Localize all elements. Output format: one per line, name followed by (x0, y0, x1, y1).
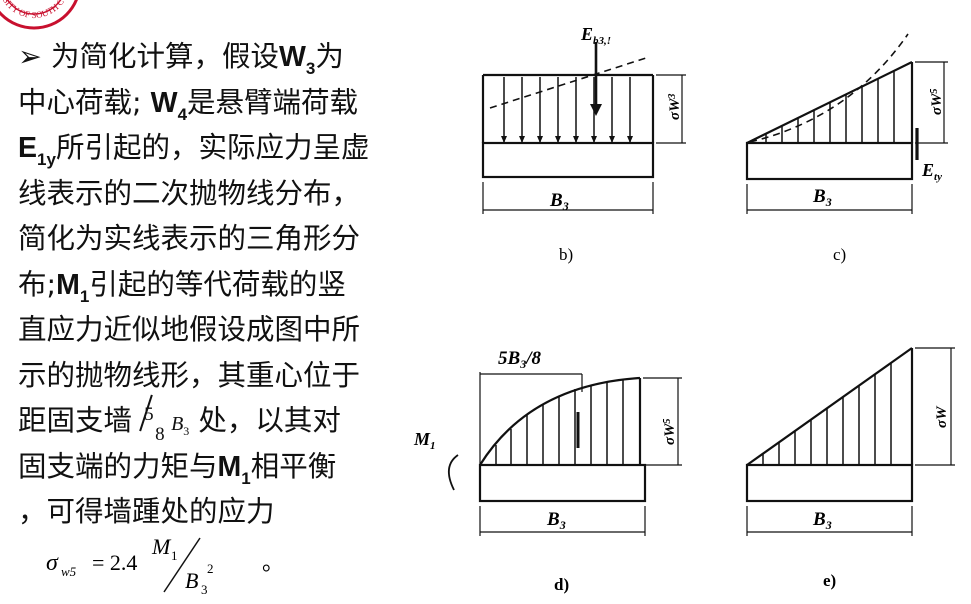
text-line-5: 简化为实线表示的三角形分 (18, 222, 361, 255)
figure-e (745, 347, 955, 536)
dim-5b3-8: 5B3/8 (498, 348, 541, 371)
text-line-3: E1y所引起的，实际应力呈虚 (18, 131, 370, 169)
svg-text:σ: σ (46, 550, 59, 576)
svg-text:B: B (185, 568, 198, 593)
dim-b3-c: B3 (812, 186, 832, 209)
text-line-8: 示的抛物线形，其重心位于 (18, 358, 361, 392)
text-line-7: 直应力近似地假设成图中所 (18, 313, 361, 346)
figure-b (481, 42, 686, 214)
svg-text:。: 。 (262, 550, 284, 575)
svg-text:= 2.4: = 2.4 (92, 550, 137, 575)
text-line-6: 布;M1引起的等代荷载的竖 (18, 267, 346, 306)
text-line-4: 线表示的二次抛物线分布， (18, 176, 361, 210)
svg-text:1: 1 (171, 548, 178, 563)
label-sigma-w3: σW3 (667, 94, 683, 120)
b3-variable: B3 (171, 413, 190, 438)
label-eb3: Eb3,! (580, 24, 611, 47)
figure-c (745, 33, 948, 214)
text-line-11: ，可得墙踵处的应力 (18, 495, 275, 528)
caption-d: d) (554, 575, 569, 594)
dim-b3-d: B3 (546, 509, 566, 532)
label-e1y: Ety (921, 160, 942, 183)
university-logo: ERSITY OF SOUTH C (0, 0, 78, 30)
stress-formula: σ w5 = 2.4 M 1 B 3 2 。 (46, 534, 284, 597)
label-sigma-w-e: σW (934, 405, 950, 428)
svg-text:2: 2 (207, 561, 214, 576)
text-line-10: 固支端的力矩与M1相平衡 (18, 449, 337, 488)
svg-text:M: M (151, 534, 172, 559)
caption-c: c) (833, 245, 846, 264)
dim-b3-b: B3 (549, 190, 569, 213)
figure-d (448, 372, 682, 536)
stress-diagrams: Eb3,! σW3 B3 b) σW5 Ety B3 c) 5B3/8 σW5 … (413, 24, 955, 594)
svg-text:w5: w5 (61, 564, 77, 579)
text-line-2: 中心荷载; W4是悬臂端荷载 (18, 85, 359, 124)
bullet-icon: ➢ (18, 40, 42, 73)
description-paragraph: ➢ 为简化计算，假设W3为 中心荷载; W4是悬臂端荷载 E1y所引起的，实际应… (18, 34, 413, 535)
label-m1: M1 (413, 429, 436, 452)
dim-b3-e: B3 (812, 509, 832, 532)
label-sigma-w5-c: σW5 (929, 89, 945, 115)
caption-b: b) (559, 245, 573, 264)
caption-e: e) (823, 571, 836, 590)
svg-text:3: 3 (201, 582, 208, 597)
text-line-1: ➢ 为简化计算，假设W3为 (18, 40, 344, 78)
label-sigma-w5-d: σW5 (662, 419, 678, 445)
